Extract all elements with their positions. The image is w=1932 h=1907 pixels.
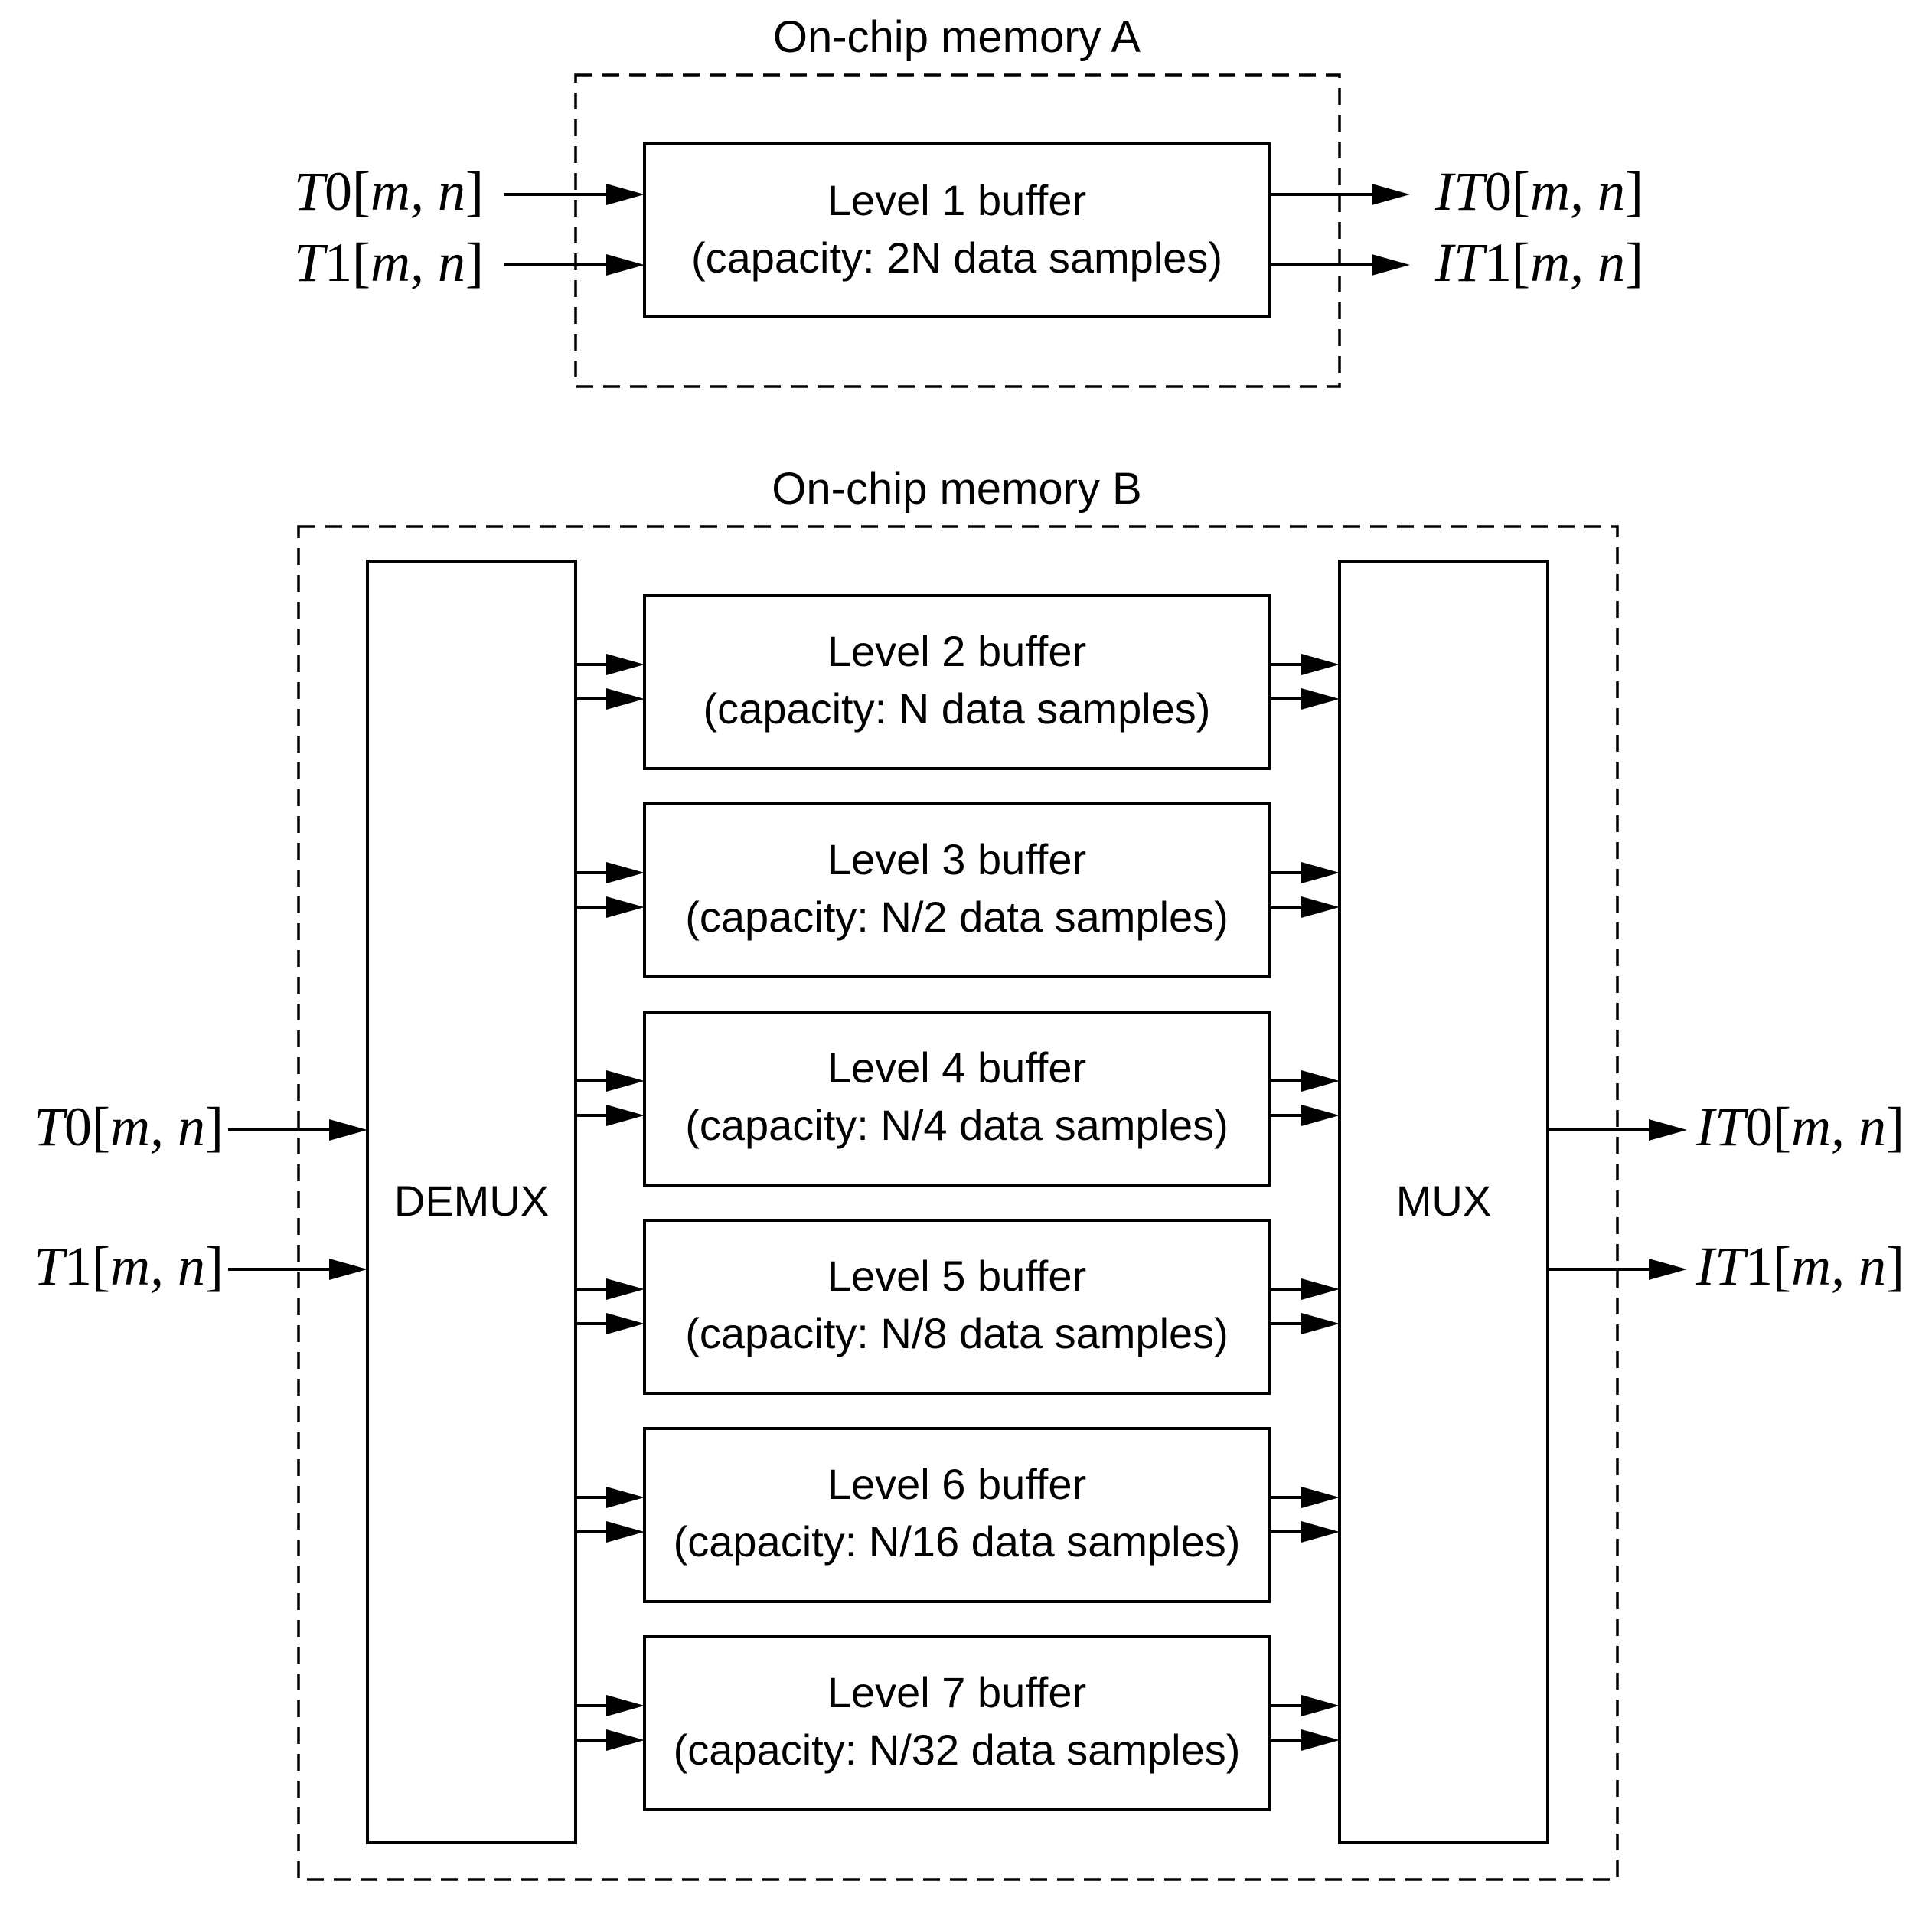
level-2-buffer <box>643 594 1271 770</box>
level-6-buffer <box>643 1427 1271 1603</box>
memory-a-input-0-label: T0[m, n] <box>294 161 484 222</box>
mux-label: MUX <box>1396 1177 1491 1225</box>
level-7-buffer-label: Level 7 buffer <box>827 1668 1086 1716</box>
level-4-to-mux-arrow-a <box>1269 1070 1340 1092</box>
demux-to-level-5-arrow-b <box>576 1313 645 1334</box>
level-3-buffer-capacity: (capacity: N/2 data samples) <box>685 893 1229 941</box>
level-2-buffer-capacity: (capacity: N data samples) <box>703 684 1211 733</box>
level-2-to-mux-arrow-a <box>1269 654 1340 675</box>
level-4-buffer <box>643 1011 1271 1187</box>
memory-b-input-0-label: T0[m, n] <box>34 1096 224 1158</box>
memory-a-boundary <box>574 73 1341 388</box>
level-3-to-mux-arrow-b <box>1269 896 1340 918</box>
level-5-to-mux-arrow-a <box>1269 1278 1340 1300</box>
demux-to-level-4-arrow-a <box>576 1070 645 1092</box>
level-4-to-mux-arrow-b <box>1269 1105 1340 1126</box>
level-3-to-mux-arrow-a <box>1269 862 1340 883</box>
demux-to-level-6-arrow-b <box>576 1521 645 1543</box>
memory-a-title: On-chip memory A <box>773 12 1141 62</box>
level-4-buffer-capacity: (capacity: N/4 data samples) <box>685 1101 1229 1149</box>
level-4-buffer-label: Level 4 buffer <box>827 1043 1086 1092</box>
memory-b-boundary <box>297 525 1619 1881</box>
mux-block <box>1338 560 1549 1844</box>
demux-to-level-7-arrow-a <box>576 1695 645 1716</box>
level-6-buffer-label: Level 6 buffer <box>827 1460 1086 1508</box>
level-1-buffer <box>643 142 1271 318</box>
level-2-to-mux-arrow-b <box>1269 688 1340 710</box>
level-1-buffer-capacity: (capacity: 2N data samples) <box>691 233 1222 282</box>
demux-to-level-7-arrow-b <box>576 1729 645 1751</box>
memory-b-input-1-label: T1[m, n] <box>34 1236 224 1297</box>
memory-b-output-1-label: IT1[m, n] <box>1695 1236 1904 1297</box>
level-6-to-mux-arrow-a <box>1269 1487 1340 1508</box>
demux-to-level-5-arrow-a <box>576 1278 645 1300</box>
memory-a-output-arrows <box>1269 184 1410 276</box>
demux-to-level-2-arrow-a <box>576 654 645 675</box>
level-7-buffer-capacity: (capacity: N/32 data samples) <box>674 1726 1241 1774</box>
buffer-stack: Level 2 buffer (capacity: N data samples)… <box>576 594 1340 1811</box>
level-7-to-mux-arrow-b <box>1269 1729 1340 1751</box>
memory-a-output-0-label: IT0[m, n] <box>1434 161 1643 222</box>
level-5-to-mux-arrow-b <box>1269 1313 1340 1334</box>
demux-to-level-3-arrow-a <box>576 862 645 883</box>
demux-label: DEMUX <box>394 1177 549 1225</box>
memory-a-input-arrows <box>504 184 645 276</box>
memory-b-output-0-label: IT0[m, n] <box>1695 1096 1904 1158</box>
memory-a-group: On-chip memory A Level 1 buffer (capacit… <box>294 12 1643 388</box>
memory-a-input-1-label: T1[m, n] <box>294 232 484 293</box>
demux-to-level-6-arrow-a <box>576 1487 645 1508</box>
demux-to-level-3-arrow-b <box>576 896 645 918</box>
memory-b-input-arrows <box>228 1119 367 1280</box>
level-6-buffer-capacity: (capacity: N/16 data samples) <box>674 1517 1241 1566</box>
memory-b-title: On-chip memory B <box>772 464 1141 514</box>
level-3-buffer-label: Level 3 buffer <box>827 835 1086 883</box>
level-5-buffer-label: Level 5 buffer <box>827 1252 1086 1300</box>
level-3-buffer <box>643 802 1271 978</box>
level-7-buffer <box>643 1635 1271 1811</box>
level-5-buffer <box>643 1219 1271 1395</box>
level-5-buffer-capacity: (capacity: N/8 data samples) <box>685 1309 1229 1357</box>
memory-a-output-1-label: IT1[m, n] <box>1434 232 1643 293</box>
level-7-to-mux-arrow-a <box>1269 1695 1340 1716</box>
level-1-buffer-label: Level 1 buffer <box>827 176 1086 224</box>
memory-b-group: On-chip memory B DEMUX MUX Level 2 buffe… <box>34 464 1904 1881</box>
memory-b-output-arrows <box>1548 1119 1687 1280</box>
demux-to-level-4-arrow-b <box>576 1105 645 1126</box>
demux-to-level-2-arrow-b <box>576 688 645 710</box>
demux-block <box>366 560 577 1844</box>
level-6-to-mux-arrow-b <box>1269 1521 1340 1543</box>
level-2-buffer-label: Level 2 buffer <box>827 627 1086 675</box>
